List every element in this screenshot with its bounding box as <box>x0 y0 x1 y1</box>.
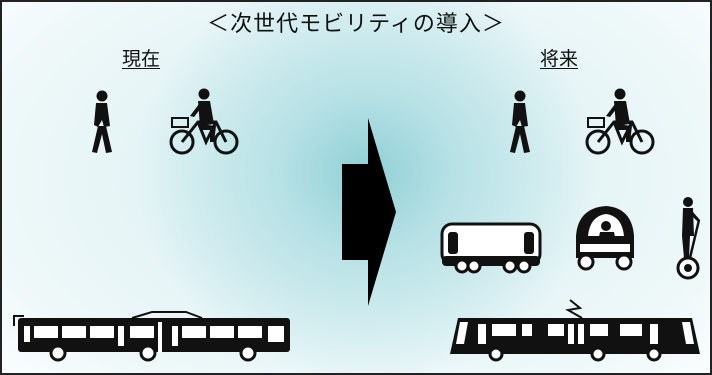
walker-icon <box>92 90 112 153</box>
right-arrow-icon <box>342 118 396 306</box>
single-seat-ev-icon <box>576 206 634 271</box>
autonomous-shuttle-icon <box>440 222 542 274</box>
page-title: ＜次世代モビリティの導入＞ <box>207 12 505 37</box>
current-label: 現在 <box>122 48 161 70</box>
bicycle-icon <box>169 88 239 155</box>
walker-icon <box>510 90 530 153</box>
lrt-tram-icon <box>450 299 700 362</box>
articulated-bus-icon <box>13 311 290 362</box>
bicycle-icon <box>585 88 655 155</box>
segway-icon <box>676 197 701 280</box>
future-label: 将来 <box>540 48 579 70</box>
